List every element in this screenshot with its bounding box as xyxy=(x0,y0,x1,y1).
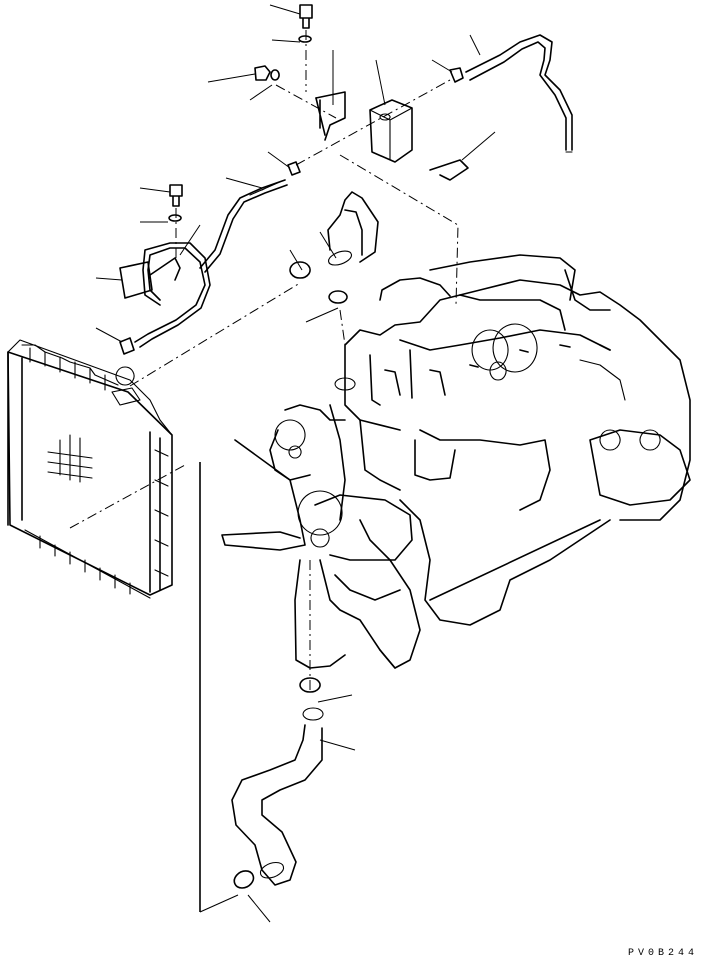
washer xyxy=(168,35,312,222)
hose-clamp-upper xyxy=(289,261,348,304)
overflow-hose xyxy=(465,34,573,153)
engine xyxy=(269,254,691,669)
upper-hose xyxy=(327,191,379,266)
hose-clip xyxy=(119,161,301,355)
hose-clamp-lower xyxy=(233,677,321,889)
bypass-tube xyxy=(134,179,288,348)
assembly-centerlines xyxy=(69,30,459,913)
mounting-bracket xyxy=(119,257,181,299)
nut xyxy=(254,65,464,83)
callout-leaders xyxy=(95,4,496,923)
bolt xyxy=(169,4,313,207)
lower-hose xyxy=(231,707,324,886)
cooling-fan xyxy=(221,439,413,669)
drawing-code: PV0B244 xyxy=(628,948,699,959)
radiator xyxy=(7,339,173,599)
reservoir-tank xyxy=(369,99,413,163)
tank-bracket xyxy=(315,91,469,181)
